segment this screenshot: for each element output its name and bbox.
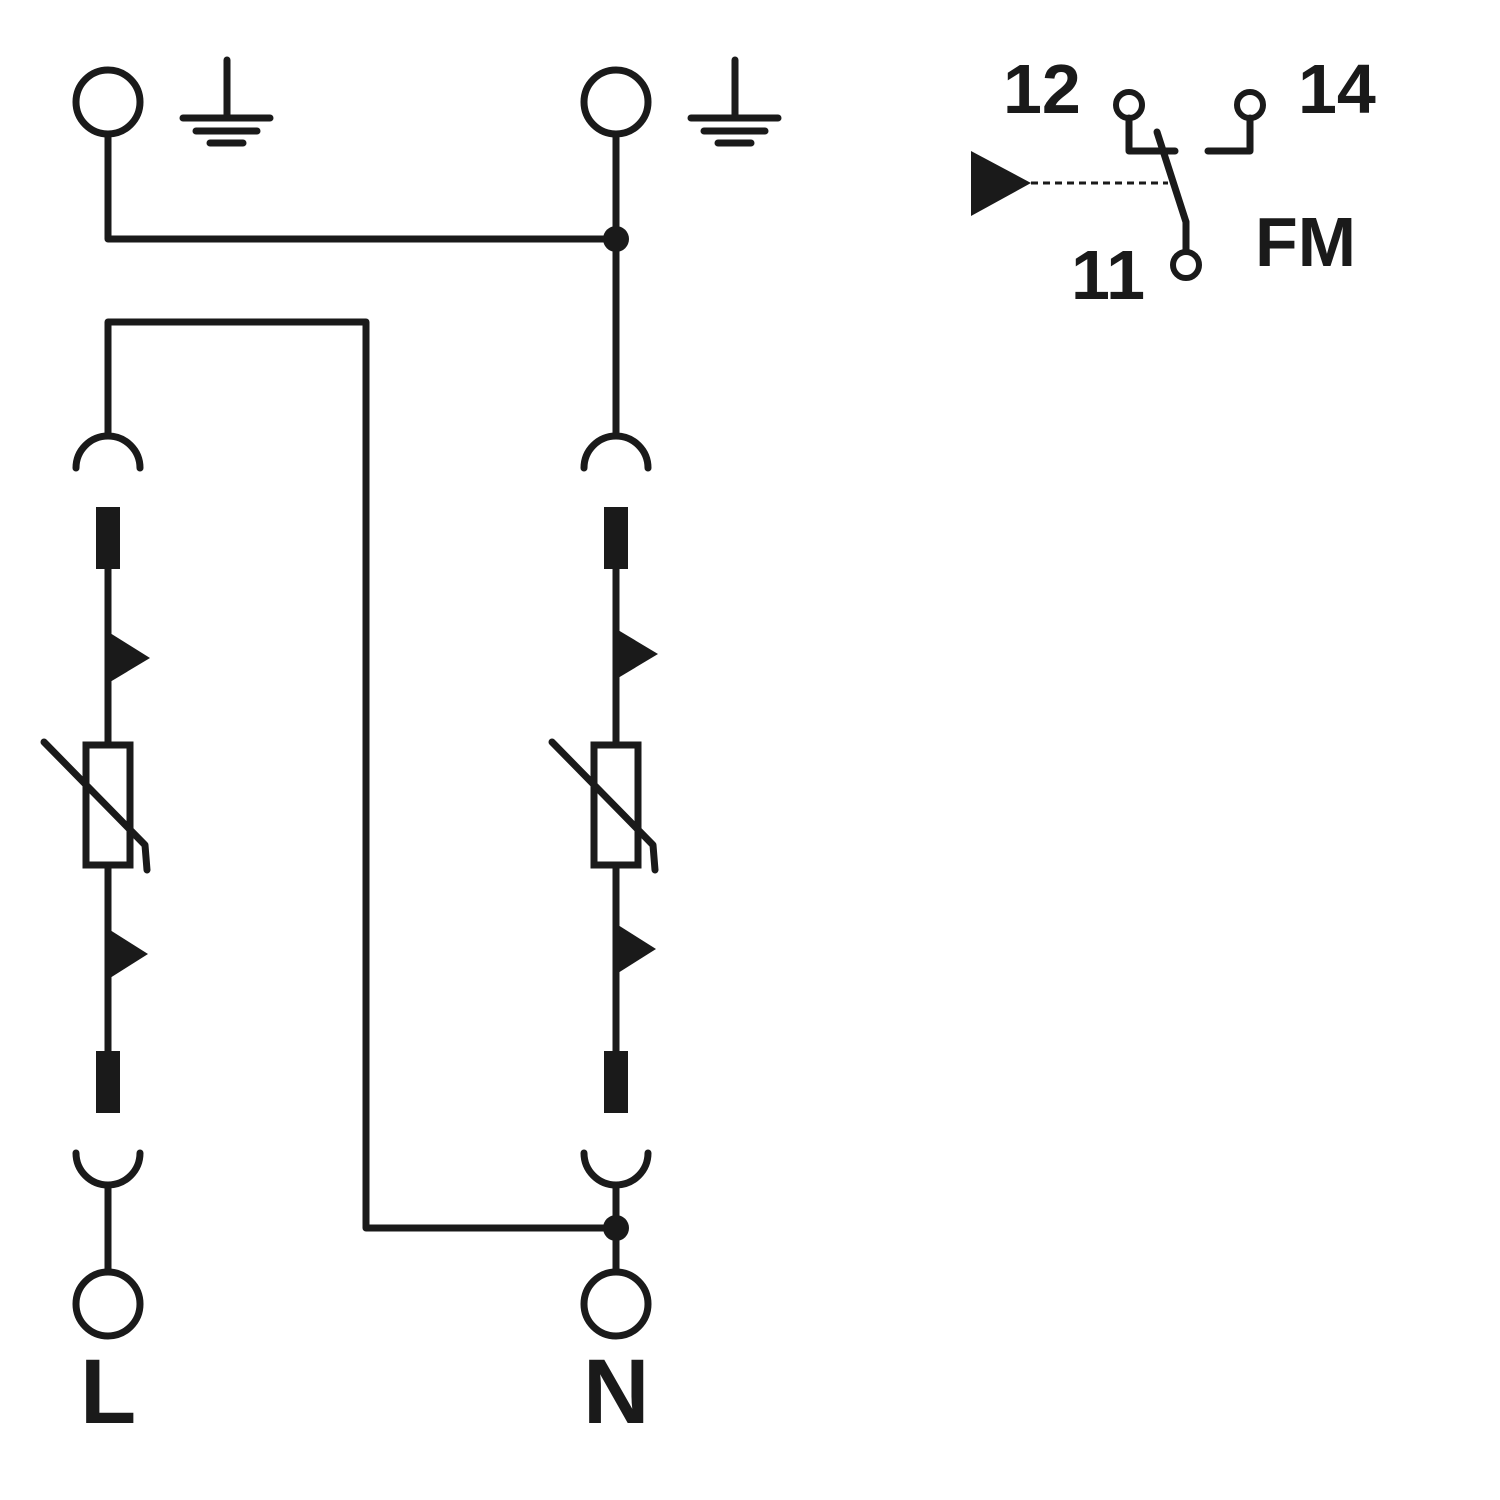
terminal-label-l: L	[80, 1341, 136, 1443]
varistor-slash	[548, 738, 659, 874]
spark-gap-arrow	[110, 930, 148, 978]
ground-icon	[179, 56, 274, 147]
spark-gap-arrow	[618, 630, 658, 678]
plug-socket-bottom	[72, 1149, 144, 1189]
contact-terminal-12	[1113, 89, 1145, 121]
contact-label-11: 11	[1071, 236, 1145, 314]
remote-signal-contact: 12 14 11 FM	[971, 50, 1376, 314]
protection-branch-left	[40, 432, 151, 1340]
contact-terminal-14	[1234, 89, 1266, 121]
plug-pin-bottom	[604, 1051, 628, 1113]
plug-socket-top	[72, 432, 144, 472]
earth-terminal-left	[72, 56, 274, 147]
plug-pin-top	[604, 507, 628, 569]
contact-wire-14	[1204, 114, 1254, 155]
earth-terminal-right	[580, 56, 782, 147]
terminal-circle	[580, 1268, 652, 1340]
protection-branch-right	[548, 432, 659, 1340]
earth-bus-wire	[104, 130, 620, 243]
junction-dot	[603, 226, 629, 252]
terminal-circle	[72, 66, 144, 138]
terminal-circle	[580, 66, 652, 138]
contact-label-12: 12	[1003, 50, 1081, 128]
plug-socket-bottom	[580, 1149, 652, 1189]
terminal-label-n: N	[583, 1341, 649, 1443]
ground-icon	[687, 56, 782, 147]
switch-blade	[1153, 128, 1190, 226]
crossover-wire	[104, 318, 620, 1232]
contact-wire-12	[1125, 114, 1179, 155]
plug-socket-top	[580, 432, 652, 472]
trigger-arrow-icon	[971, 151, 1031, 216]
plug-pin-bottom	[96, 1051, 120, 1113]
contact-terminal-11	[1170, 249, 1202, 281]
terminal-circle	[72, 1268, 144, 1340]
plug-pin-top	[96, 507, 120, 569]
spark-gap-arrow	[618, 925, 656, 973]
varistor-slash	[40, 738, 151, 874]
spark-gap-arrow	[110, 633, 150, 682]
contact-label-fm: FM	[1255, 203, 1356, 281]
contact-label-14: 14	[1298, 50, 1376, 128]
